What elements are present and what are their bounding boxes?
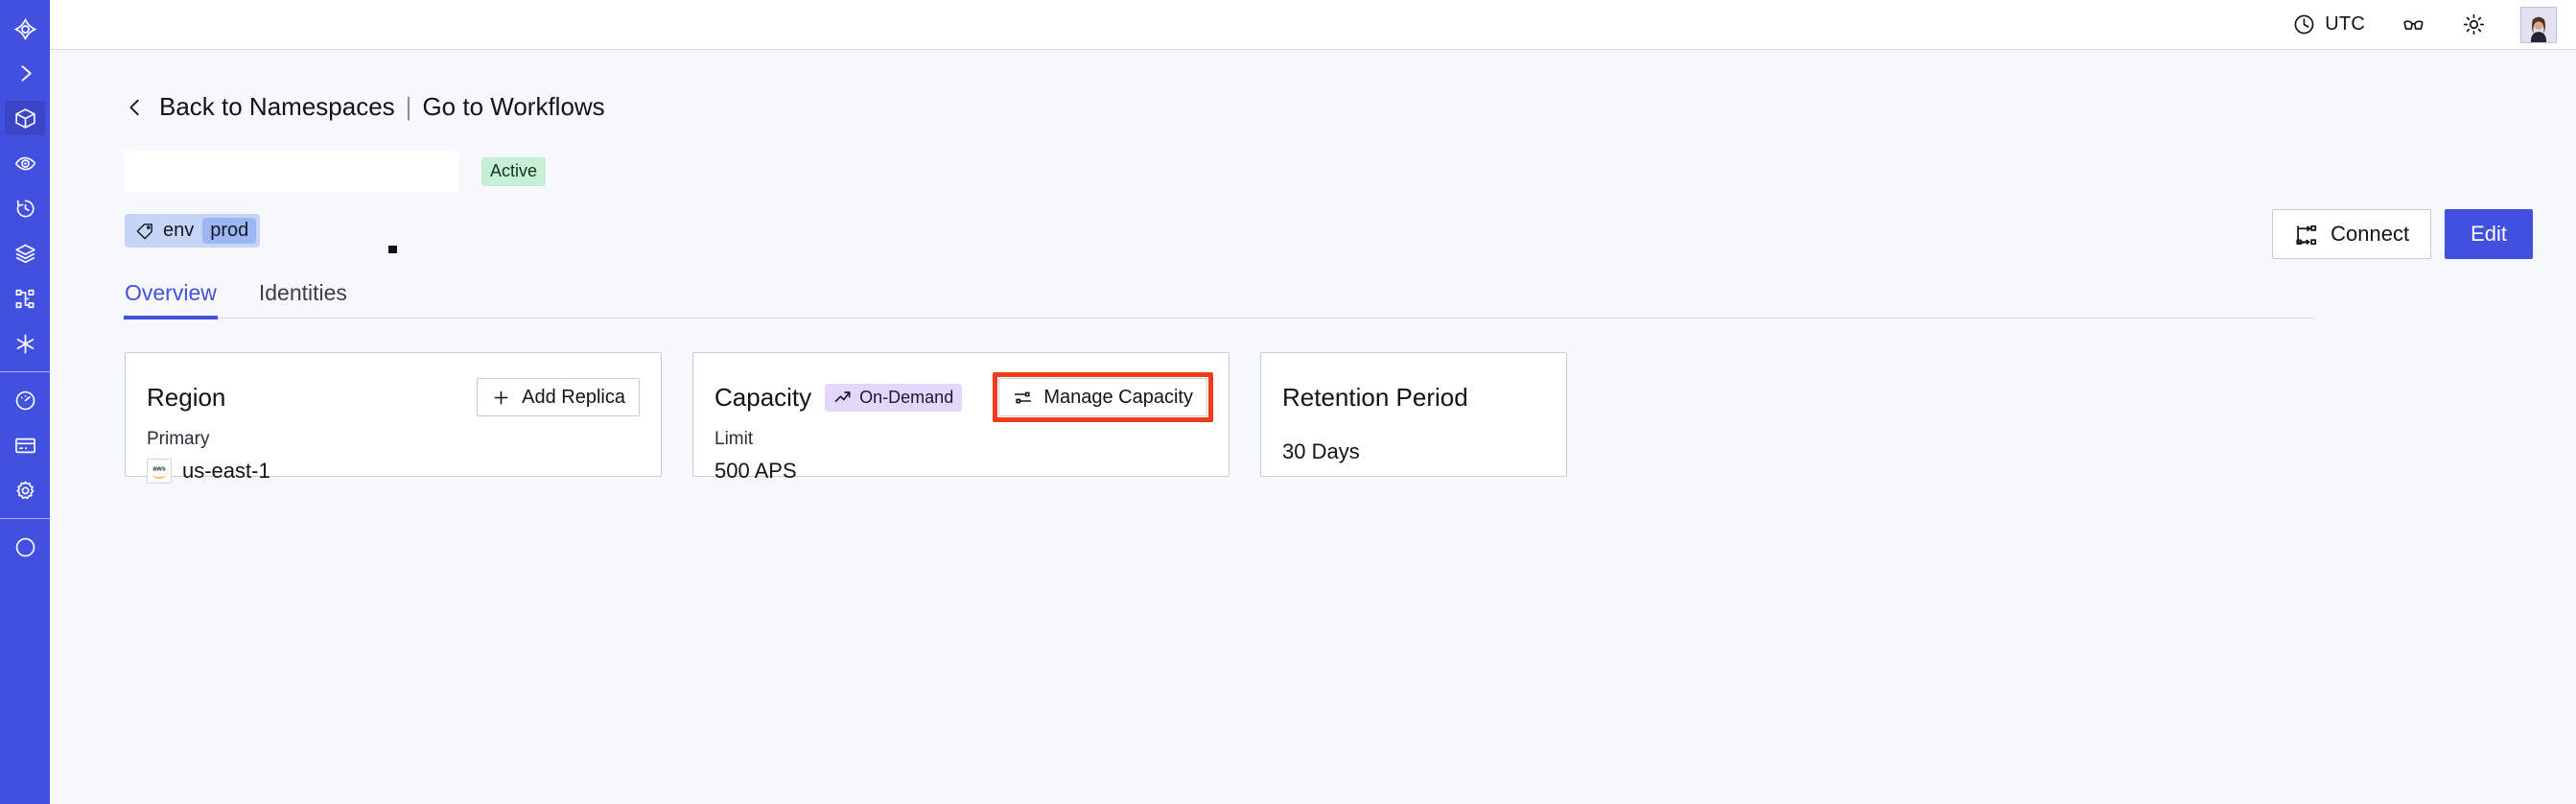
sidebar-item-layers[interactable] <box>0 234 50 272</box>
header-actions: Connect Edit <box>2272 209 2533 259</box>
add-replica-button[interactable]: Add Replica <box>477 378 640 416</box>
connect-flow-icon <box>2294 223 2318 247</box>
gauge-icon <box>13 389 37 413</box>
tag-key: env <box>163 220 195 241</box>
manage-capacity-button[interactable]: Manage Capacity <box>998 378 1207 416</box>
region-primary-label: Primary <box>147 429 210 449</box>
sidebar-item-nexus[interactable] <box>0 324 50 363</box>
sidebar-item-observability[interactable] <box>0 144 50 182</box>
region-card-header: Region Add Replica <box>147 378 640 416</box>
tab-overview[interactable]: Overview <box>124 280 218 319</box>
edit-button[interactable]: Edit <box>2445 209 2533 259</box>
page-title <box>125 151 458 193</box>
tag-value: prod <box>202 218 257 244</box>
add-replica-label: Add Replica <box>522 386 625 408</box>
breadcrumb-back-link[interactable]: Back to Namespaces <box>159 92 395 121</box>
region-value: us-east-1 <box>182 459 270 483</box>
breadcrumb-divider: | <box>405 92 412 121</box>
region-card-title: Region <box>147 382 226 412</box>
timezone-selector[interactable]: UTC <box>2292 12 2365 36</box>
breadcrumb: Back to Namespaces | Go to Workflows <box>125 92 2533 122</box>
temporal-logo-icon <box>12 16 38 42</box>
tag-icon <box>135 222 154 241</box>
sun-icon <box>2462 12 2486 36</box>
connect-button[interactable]: Connect <box>2272 209 2432 259</box>
asterisk-icon <box>13 332 37 356</box>
credit-card-icon <box>13 434 37 458</box>
sidebar-item-logo[interactable] <box>0 6 50 52</box>
sidebar-item-help[interactable] <box>0 528 50 566</box>
right-pane: UTC <box>50 0 2576 804</box>
trending-up-icon <box>833 388 853 407</box>
overview-cards: Region Add Replica <box>125 352 2533 484</box>
clock-rewind-icon <box>13 197 37 221</box>
capacity-limit-label: Limit <box>714 429 754 449</box>
reading-mode-button[interactable] <box>2401 12 2425 36</box>
capacity-mode-label: On-Demand <box>859 387 954 407</box>
plus-icon <box>491 388 511 408</box>
manage-capacity-label: Manage Capacity <box>1043 386 1193 408</box>
main-content: Back to Namespaces | Go to Workflows Act… <box>50 50 2576 804</box>
user-avatar <box>2521 7 2556 42</box>
namespace-title-row: Active <box>125 151 2533 193</box>
capacity-card: Capacity On-Demand <box>692 352 1229 483</box>
chevron-right-icon <box>13 61 37 85</box>
capacity-card-title: Capacity <box>714 382 812 412</box>
sidebar-item-billing[interactable] <box>0 426 50 464</box>
retention-card-header: Retention Period <box>1282 378 1545 416</box>
sidebar-item-workflows[interactable] <box>0 279 50 318</box>
breadcrumb-workflows-link[interactable]: Go to Workflows <box>422 92 605 121</box>
sidebar-item-schedules[interactable] <box>0 189 50 227</box>
tab-bar: Overview Identities <box>124 280 2314 319</box>
capacity-card-header: Capacity On-Demand <box>714 378 1207 416</box>
gear-icon <box>13 479 37 503</box>
cube-icon <box>13 106 37 130</box>
sidebar-item-namespaces[interactable] <box>0 99 50 137</box>
capacity-limit-value: 500 APS <box>714 459 797 483</box>
glasses-icon <box>2401 12 2425 36</box>
tab-identities[interactable]: Identities <box>258 280 347 305</box>
sidebar-item-usage[interactable] <box>0 381 50 419</box>
region-value-row: aws us-east-1 <box>147 459 640 484</box>
sidebar-item-expand[interactable] <box>0 54 50 92</box>
top-bar: UTC <box>50 0 2576 50</box>
status-badge: Active <box>481 157 547 186</box>
svg-text:aws: aws <box>152 464 166 472</box>
help-circle-icon <box>13 535 37 559</box>
timezone-label: UTC <box>2325 13 2365 35</box>
theme-toggle-button[interactable] <box>2462 12 2486 36</box>
retention-card: Retention Period 30 Days <box>1260 352 1567 477</box>
sidebar-divider-1 <box>0 371 50 372</box>
capacity-mode-badge: On-Demand <box>825 383 963 412</box>
sliders-icon <box>1013 388 1033 408</box>
connect-button-label: Connect <box>2330 222 2410 246</box>
primary-sidebar <box>0 0 50 804</box>
eye-icon <box>13 152 37 176</box>
title-redaction-mark <box>388 246 397 253</box>
namespace-tag[interactable]: env prod <box>125 214 261 248</box>
layers-icon <box>13 242 37 266</box>
aws-logo-icon: aws <box>147 459 172 484</box>
sidebar-item-settings[interactable] <box>0 471 50 509</box>
avatar[interactable] <box>2520 6 2557 43</box>
chevron-left-icon[interactable] <box>125 97 146 118</box>
edit-button-label: Edit <box>2471 222 2507 246</box>
sidebar-divider-2 <box>0 518 50 519</box>
region-card: Region Add Replica <box>125 352 662 484</box>
retention-card-title: Retention Period <box>1282 382 1468 412</box>
clock-icon <box>2292 12 2316 36</box>
workflow-graph-icon <box>13 287 37 311</box>
retention-value: 30 Days <box>1282 439 1360 463</box>
